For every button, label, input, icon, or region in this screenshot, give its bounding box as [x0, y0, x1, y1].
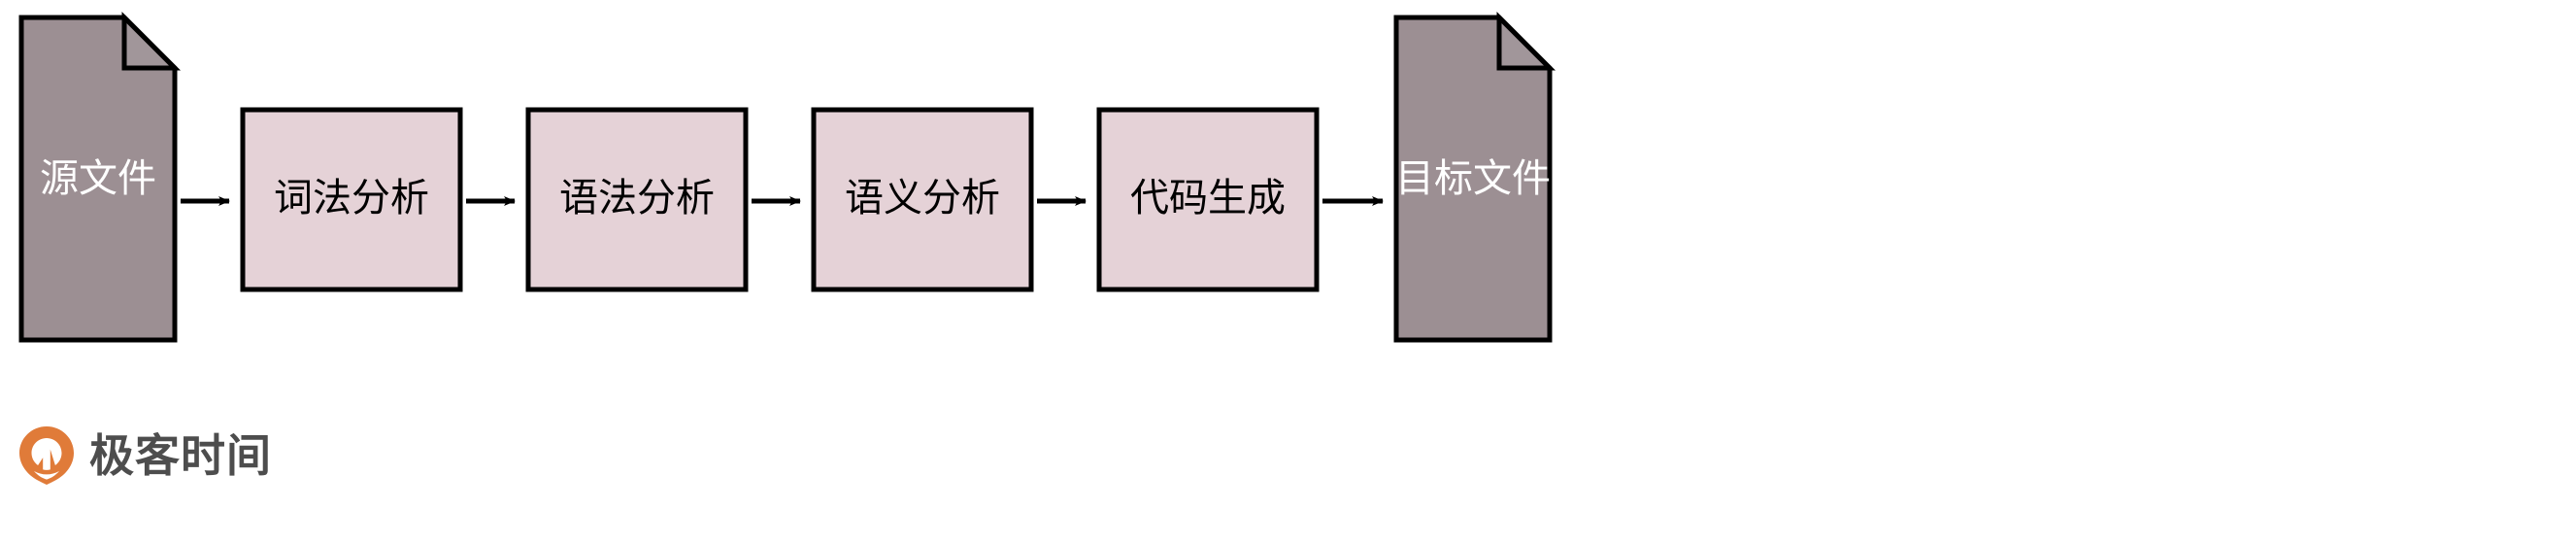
node-semantic-analysis-label: 语义分析	[845, 176, 1000, 221]
semantic-analysis-box	[811, 107, 1034, 292]
node-lexical-analysis-label: 词法分析	[274, 176, 429, 221]
node-target-file[interactable]: 目标文件	[1393, 11, 1556, 343]
node-syntax-analysis[interactable]: 语法分析	[525, 107, 749, 292]
lexical-analysis-box	[240, 107, 463, 292]
node-code-generation[interactable]: 代码生成	[1096, 107, 1320, 292]
node-code-generation-label: 代码生成	[1130, 176, 1286, 221]
node-source-file-label: 源文件	[40, 156, 156, 201]
target-file-document-body	[1393, 15, 1553, 343]
node-semantic-analysis[interactable]: 语义分析	[811, 107, 1034, 292]
node-source-file[interactable]: 源文件	[18, 11, 182, 343]
code-generation-box	[1096, 107, 1320, 292]
node-lexical-analysis[interactable]: 词法分析	[240, 107, 463, 292]
node-target-file-label: 目标文件	[1395, 156, 1551, 201]
source-file-fold-corner-icon	[121, 11, 182, 71]
node-syntax-analysis-label: 语法分析	[559, 176, 715, 221]
source-file-document-body	[18, 15, 178, 343]
geektime-drop-logo-icon	[19, 426, 74, 485]
compiler-pipeline-flowchart: 源文件 词法分析 语法分析 语义分析	[18, 11, 1556, 343]
target-file-fold-corner-icon	[1496, 11, 1556, 71]
watermark-brand-text: 极客时间	[89, 429, 272, 482]
watermark: 极客时间	[17, 425, 272, 486]
syntax-analysis-box	[525, 107, 749, 292]
